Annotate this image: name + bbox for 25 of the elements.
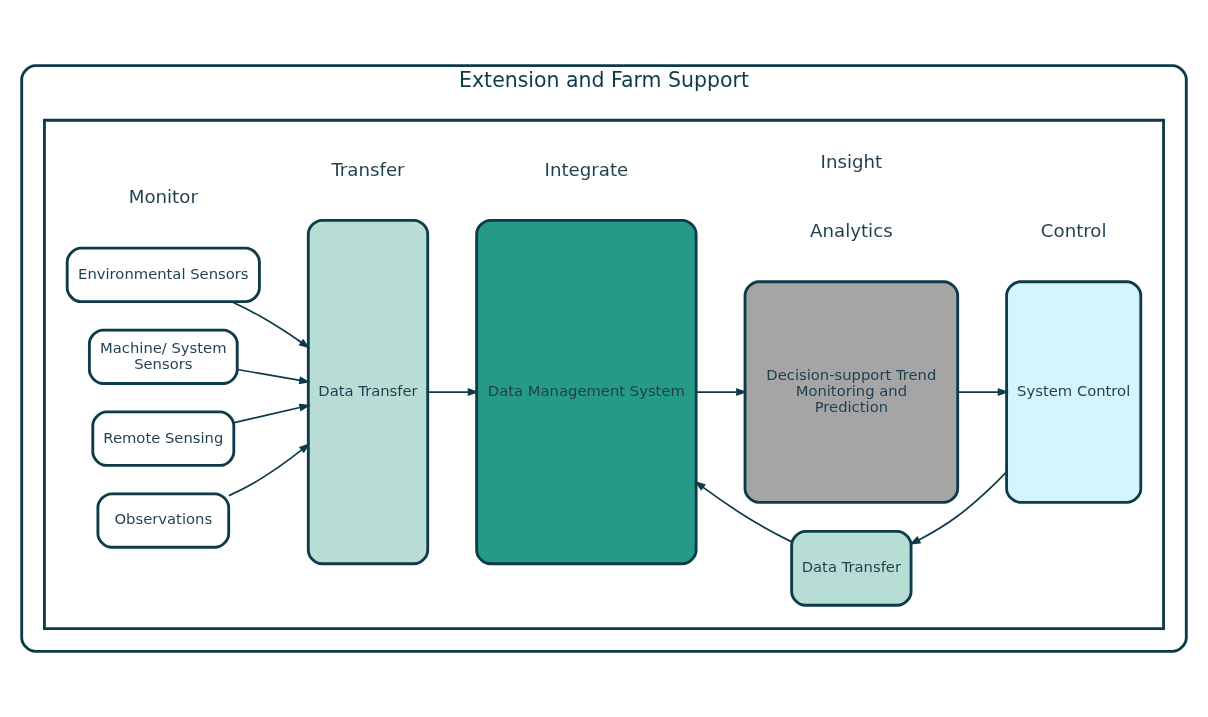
cluster xyxy=(43,118,1165,631)
label: Analytics xyxy=(810,220,893,242)
arrow xyxy=(909,471,1008,545)
arrow xyxy=(236,368,311,385)
arrow xyxy=(694,480,793,543)
arrow xyxy=(230,300,311,349)
node-box: Machine/ System Sensors xyxy=(87,328,239,385)
label: Transfer xyxy=(331,158,405,180)
arrow xyxy=(228,443,311,497)
node-box: System Control xyxy=(1005,280,1143,504)
label: Control xyxy=(1040,220,1107,242)
node-box: Data Transfer xyxy=(790,529,913,607)
node-box: Observations xyxy=(96,492,231,549)
label: Integrate xyxy=(544,158,629,180)
node-box: Data Transfer xyxy=(306,218,430,566)
label: Monitor xyxy=(128,186,198,208)
node-box: Environmental Sensors xyxy=(65,246,261,304)
arrow xyxy=(957,388,1010,397)
arrow xyxy=(233,403,311,424)
node-box: Decision-support Trend Monitoring and Prediction xyxy=(743,280,960,504)
arrow xyxy=(695,388,748,397)
label: Insight xyxy=(820,150,883,172)
node-box: Data Management System xyxy=(475,218,698,566)
node-box: Remote Sensing xyxy=(91,410,236,467)
arrow xyxy=(427,388,480,397)
